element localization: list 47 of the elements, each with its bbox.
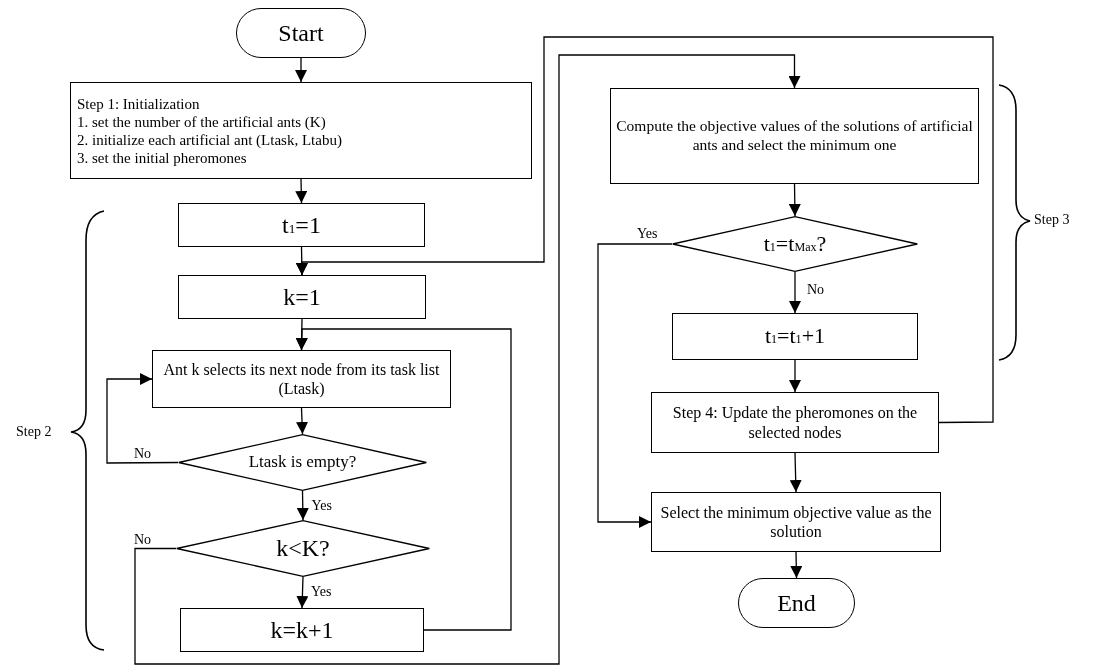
arrow xyxy=(789,452,802,493)
box-text: 1. set the number of the artificial ants (K) xyxy=(77,112,326,131)
decision-diamond xyxy=(178,434,427,491)
arrow xyxy=(134,54,801,665)
process-box xyxy=(178,275,426,319)
box-text: End xyxy=(777,588,816,618)
terminal-shape xyxy=(738,578,855,628)
arrow xyxy=(597,243,673,528)
arrow xyxy=(788,183,801,217)
box-text: Select the minimum objective value as the solution xyxy=(659,502,933,542)
decision-diamond xyxy=(176,520,430,577)
box-text: Ant k selects its next node from its task list (Ltask) xyxy=(162,359,441,399)
process-box xyxy=(152,350,451,408)
process-box xyxy=(672,313,918,360)
box-text: 2. initialize each artificial ant (Ltask, Ltabu) xyxy=(77,130,342,149)
arrow xyxy=(296,490,309,521)
box-text: Step 4: Update the pheromones on the selected nodes xyxy=(671,403,919,442)
box-text: k=1 xyxy=(283,282,321,312)
process-box xyxy=(178,203,425,247)
arrow xyxy=(296,36,994,424)
box-text: k<K? xyxy=(276,534,330,563)
arrow xyxy=(789,359,801,393)
arrow xyxy=(790,551,803,579)
arrow xyxy=(295,178,308,204)
terminal-shape xyxy=(236,8,366,58)
process-box xyxy=(651,392,939,453)
process-box xyxy=(651,492,941,552)
box-text: Start xyxy=(278,18,324,48)
process-box xyxy=(610,88,979,184)
box-text: Compute the objective values of the solutions of artificial ants and select the minimum one xyxy=(615,117,974,155)
box-text: k=k+1 xyxy=(270,615,334,645)
arrow xyxy=(296,407,309,435)
box-text: 3. set the initial pheromones xyxy=(77,148,247,167)
arrow xyxy=(106,373,179,464)
edge-label: No xyxy=(133,445,153,461)
step-label: Step 2 xyxy=(16,424,52,440)
arrow xyxy=(789,271,801,314)
process-box xyxy=(70,82,532,179)
step-label: Step 3 xyxy=(1034,212,1070,228)
box-text: Ltask is empty? xyxy=(248,452,357,473)
edge-label: No xyxy=(133,531,153,547)
box-text: Step 1: Initialization xyxy=(77,94,200,113)
decision-diamond xyxy=(672,216,918,272)
arrow xyxy=(296,576,309,609)
arrow xyxy=(295,328,512,631)
arrow xyxy=(295,57,307,83)
process-box xyxy=(180,608,424,652)
